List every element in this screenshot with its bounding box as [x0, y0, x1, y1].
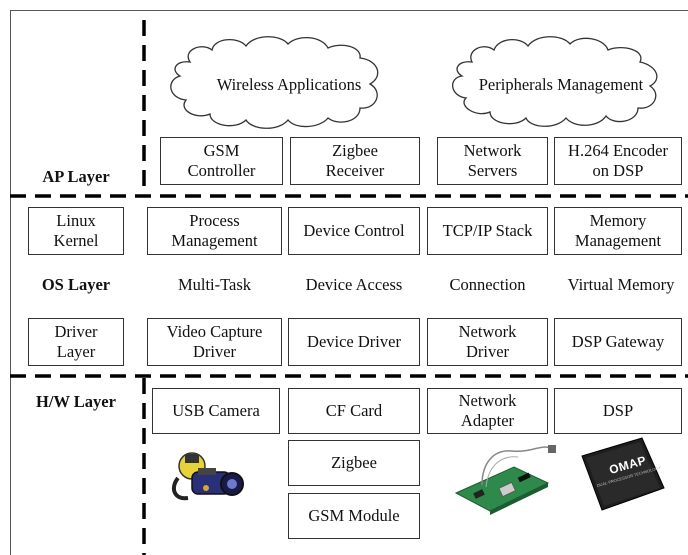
tcpip-stack-box: TCP/IP Stack — [427, 207, 548, 255]
omap-chip-image — [581, 437, 665, 511]
cloud-peripherals-management — [452, 36, 658, 127]
cloud-peripherals-label: Peripherals Management — [478, 75, 644, 94]
device-control-box: Device Control — [288, 207, 420, 255]
cloud-wireless-label: Wireless Applications — [216, 75, 362, 94]
device-driver-box: Device Driver — [288, 318, 420, 366]
gsm-module-box: GSM Module — [288, 493, 420, 539]
outer-frame — [10, 10, 688, 555]
hw-layer-label: H/W Layer — [36, 392, 116, 411]
usb-camera-box: USB Camera — [152, 388, 280, 434]
device-access-label: Device Access — [305, 275, 403, 294]
zigbee-receiver-box: Zigbee Receiver — [290, 137, 420, 185]
dsp-box: DSP — [554, 388, 682, 434]
connection-label: Connection — [449, 275, 526, 294]
driver-layer-box: Driver Layer — [28, 318, 124, 366]
multi-task-label: Multi-Task — [177, 275, 252, 294]
cloud-wireless-applications — [170, 36, 379, 129]
dsp-gateway-box: DSP Gateway — [554, 318, 682, 366]
network-adapter-image — [454, 445, 556, 515]
gsm-controller-box: GSM Controller — [160, 137, 283, 185]
network-adapter-box: Network Adapter — [427, 388, 548, 434]
network-servers-box: Network Servers — [437, 137, 548, 185]
network-driver-box: Network Driver — [427, 318, 548, 366]
video-capture-driver-box: Video Capture Driver — [147, 318, 282, 366]
memory-management-box: Memory Management — [554, 207, 682, 255]
usb-camera-image — [171, 452, 244, 501]
h264-encoder-box: H.264 Encoder on DSP — [554, 137, 682, 185]
ap-layer-label: AP Layer — [42, 167, 110, 186]
os-layer-label: OS Layer — [41, 275, 111, 294]
virtual-memory-label: Virtual Memory — [567, 275, 675, 294]
process-management-box: Process Management — [147, 207, 282, 255]
linux-kernel-box: Linux Kernel — [28, 207, 124, 255]
zigbee-box: Zigbee — [288, 440, 420, 486]
cf-card-box: CF Card — [288, 388, 420, 434]
